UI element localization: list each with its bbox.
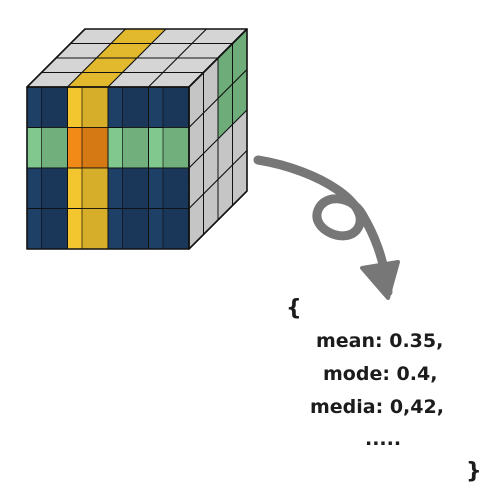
side-outline [188, 28, 248, 250]
ellipsis: ..... [365, 428, 402, 450]
media-value: media: 0,42, [310, 396, 444, 418]
open-brace: { [286, 296, 302, 321]
curved-loop-arrow-icon [253, 155, 400, 300]
close-brace: } [466, 459, 482, 484]
voxel-cube [26, 28, 248, 250]
mean-value: mean: 0.35, [316, 330, 444, 352]
mode-value: mode: 0.4, [323, 363, 438, 385]
